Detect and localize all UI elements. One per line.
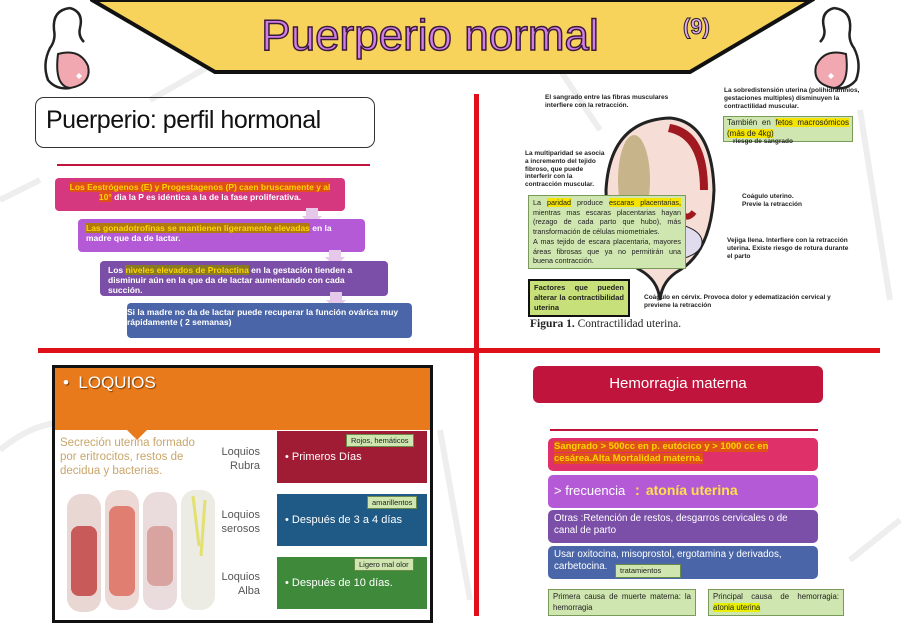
section-heading-hormonal: Puerperio: perfil hormonal: [35, 97, 375, 148]
label-riesgo: riesgo de sangrado: [733, 138, 793, 145]
note-text: produce: [571, 198, 610, 207]
pregnant-woman-icon: [814, 6, 860, 90]
note-factores: Factores que pueden alterar la contracti…: [528, 279, 630, 318]
hormonal-step-4: Si la madre no da de lactar puede recupe…: [127, 303, 412, 338]
note-highlight: escaras placentarias,: [609, 198, 681, 207]
hormonal-step-1: Los Eestrógenos (E) y Progestagenos (P) …: [55, 178, 345, 211]
step-text: dia la P es idéntica a la de la fase pro…: [111, 192, 302, 203]
loquios-alba-label: Loquios Alba: [221, 571, 260, 597]
label-multiparidad: La multiparidad se asocia a incremento d…: [525, 150, 605, 189]
loquios-title: • LOQUIOS: [63, 373, 156, 392]
label-coagulo-cervix: Coágulo en cérvix. Provoca dolor y edema…: [644, 294, 831, 309]
freq-label: > frecuencia: [554, 483, 626, 498]
definition-text: Sangrado > 500cc en p. eutócico y > 1000…: [554, 441, 769, 464]
note-text: También en: [727, 118, 776, 127]
loquios-rubra-label: Loquios Rubra: [221, 446, 260, 472]
label-vejiga: Vejiga llena. Interfiere con la retracci…: [727, 237, 849, 260]
note-text: mientras mas escaras placentarias hayan …: [533, 207, 681, 237]
row-desc: Después de 10 días.: [291, 577, 393, 589]
caption-text: Contractilidad uterina.: [574, 318, 682, 330]
step-highlight: Las gonadotrofinas se mantienen ligerame…: [86, 223, 310, 233]
step-text: en la madre que da de lactar.: [86, 223, 332, 244]
step-text: Los: [108, 265, 126, 275]
horizontal-divider: [38, 348, 880, 353]
hemorragia-definition: Sangrado > 500cc en p. eutócico y > 1000…: [548, 438, 818, 471]
row-desc: Primeros Días: [291, 451, 362, 463]
page-number: (9): [683, 14, 711, 40]
hormonal-step-2: Las gonadotrofinas se mantienen ligerame…: [78, 219, 365, 252]
hemorragia-tratamiento: Usar oxitocina, misoprostol, ergotamina …: [548, 546, 818, 579]
pregnant-woman-icon: [44, 6, 90, 90]
tag-mal-olor: Ligero mal olor: [354, 558, 414, 571]
step-text: en la gestación tienden a disminuir aún …: [108, 265, 353, 296]
note-highlight: atonia uterina: [713, 602, 761, 612]
freq-colon: :: [634, 482, 640, 499]
hormonal-step-3: Los niveles elevados de Prolactina en la…: [100, 261, 388, 296]
note-text: Principal causa de hemorragia:: [713, 592, 839, 601]
tag-tratamientos: tratamientos: [615, 564, 681, 578]
note-primera-causa: Primera causa de muerte materna: la hemo…: [548, 589, 696, 617]
figure-caption: Figura 1. Contractilidad uterina.: [530, 318, 681, 330]
hemorragia-heading: Hemorragia materna: [533, 366, 823, 403]
page-title: Puerperio normal: [261, 11, 600, 60]
loquios-description: Secreción uterina formado por eritrocito…: [60, 437, 195, 477]
hemorragia-otras: Otras :Retención de restos, desgarros ce…: [548, 510, 818, 543]
title-banner: [90, 0, 815, 74]
label-sangrado: El sangrado entre las fibras musculares …: [545, 94, 669, 109]
loquios-serosos-label: Loquios serosos: [221, 509, 260, 535]
note-paridad: La paridad produce escaras placentarias,…: [528, 195, 686, 270]
label-coagulo-uterino: Coágulo uterino. Previe la retracción: [742, 193, 802, 208]
note-text: A mas tejido de escara placentaria, mayo…: [533, 236, 681, 266]
tag-amarillentos: amarillentos: [367, 496, 418, 509]
step-text: Si la madre no da de lactar puede recupe…: [127, 307, 399, 328]
vertical-divider: [474, 94, 479, 616]
note-text: La: [533, 198, 548, 207]
row-desc: Después de 3 a 4 días: [291, 514, 402, 526]
heading-underline: [550, 429, 818, 431]
tag-rojos: Rojos, hemáticos: [346, 434, 414, 447]
note-macrosomicos: También en fetos macrosómicos (más de 4k…: [723, 116, 853, 142]
heading-underline: [57, 164, 370, 166]
freq-value: atonía uterina: [645, 482, 738, 498]
title-text: LOQUIOS: [78, 373, 156, 392]
step-highlight: niveles elevados de Prolactina: [125, 265, 249, 275]
caption-label: Figura 1.: [530, 318, 575, 330]
note-principal-causa: Principal causa de hemorragia: atonia ut…: [708, 589, 844, 617]
loquios-pads-image: [67, 490, 215, 612]
loquios-header: [55, 368, 430, 430]
label-sobredistension: La sobredistensión uterina (polihidramni…: [724, 87, 860, 110]
hemorragia-frecuencia: > frecuencia : atonía uterina: [548, 475, 818, 508]
note-highlight: paridad: [547, 198, 572, 207]
